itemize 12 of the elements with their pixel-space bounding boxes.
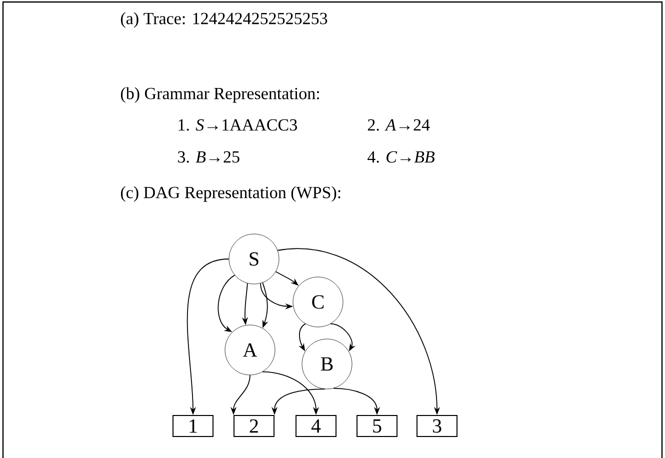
terminal-box: 1 — [172, 414, 214, 437]
terminal-box: 3 — [416, 414, 458, 437]
caption-text: (c) DAG Representation (WPS): — [120, 186, 340, 202]
caption-text: 2. A→24 — [368, 119, 430, 131]
terminal-box: 2 — [234, 414, 274, 437]
caption-text: 4. C→BB — [368, 151, 434, 163]
caption-text: (a) Trace: 1242424252525253 — [120, 12, 328, 28]
caption-text: 3. B→25 — [178, 151, 240, 163]
terminal-box: 5 — [356, 414, 398, 437]
caption-text: (b) Grammar Representation: — [120, 87, 319, 103]
caption-text: 1. S→1AAACC3 — [178, 119, 297, 131]
terminal-box: 4 — [296, 414, 336, 437]
